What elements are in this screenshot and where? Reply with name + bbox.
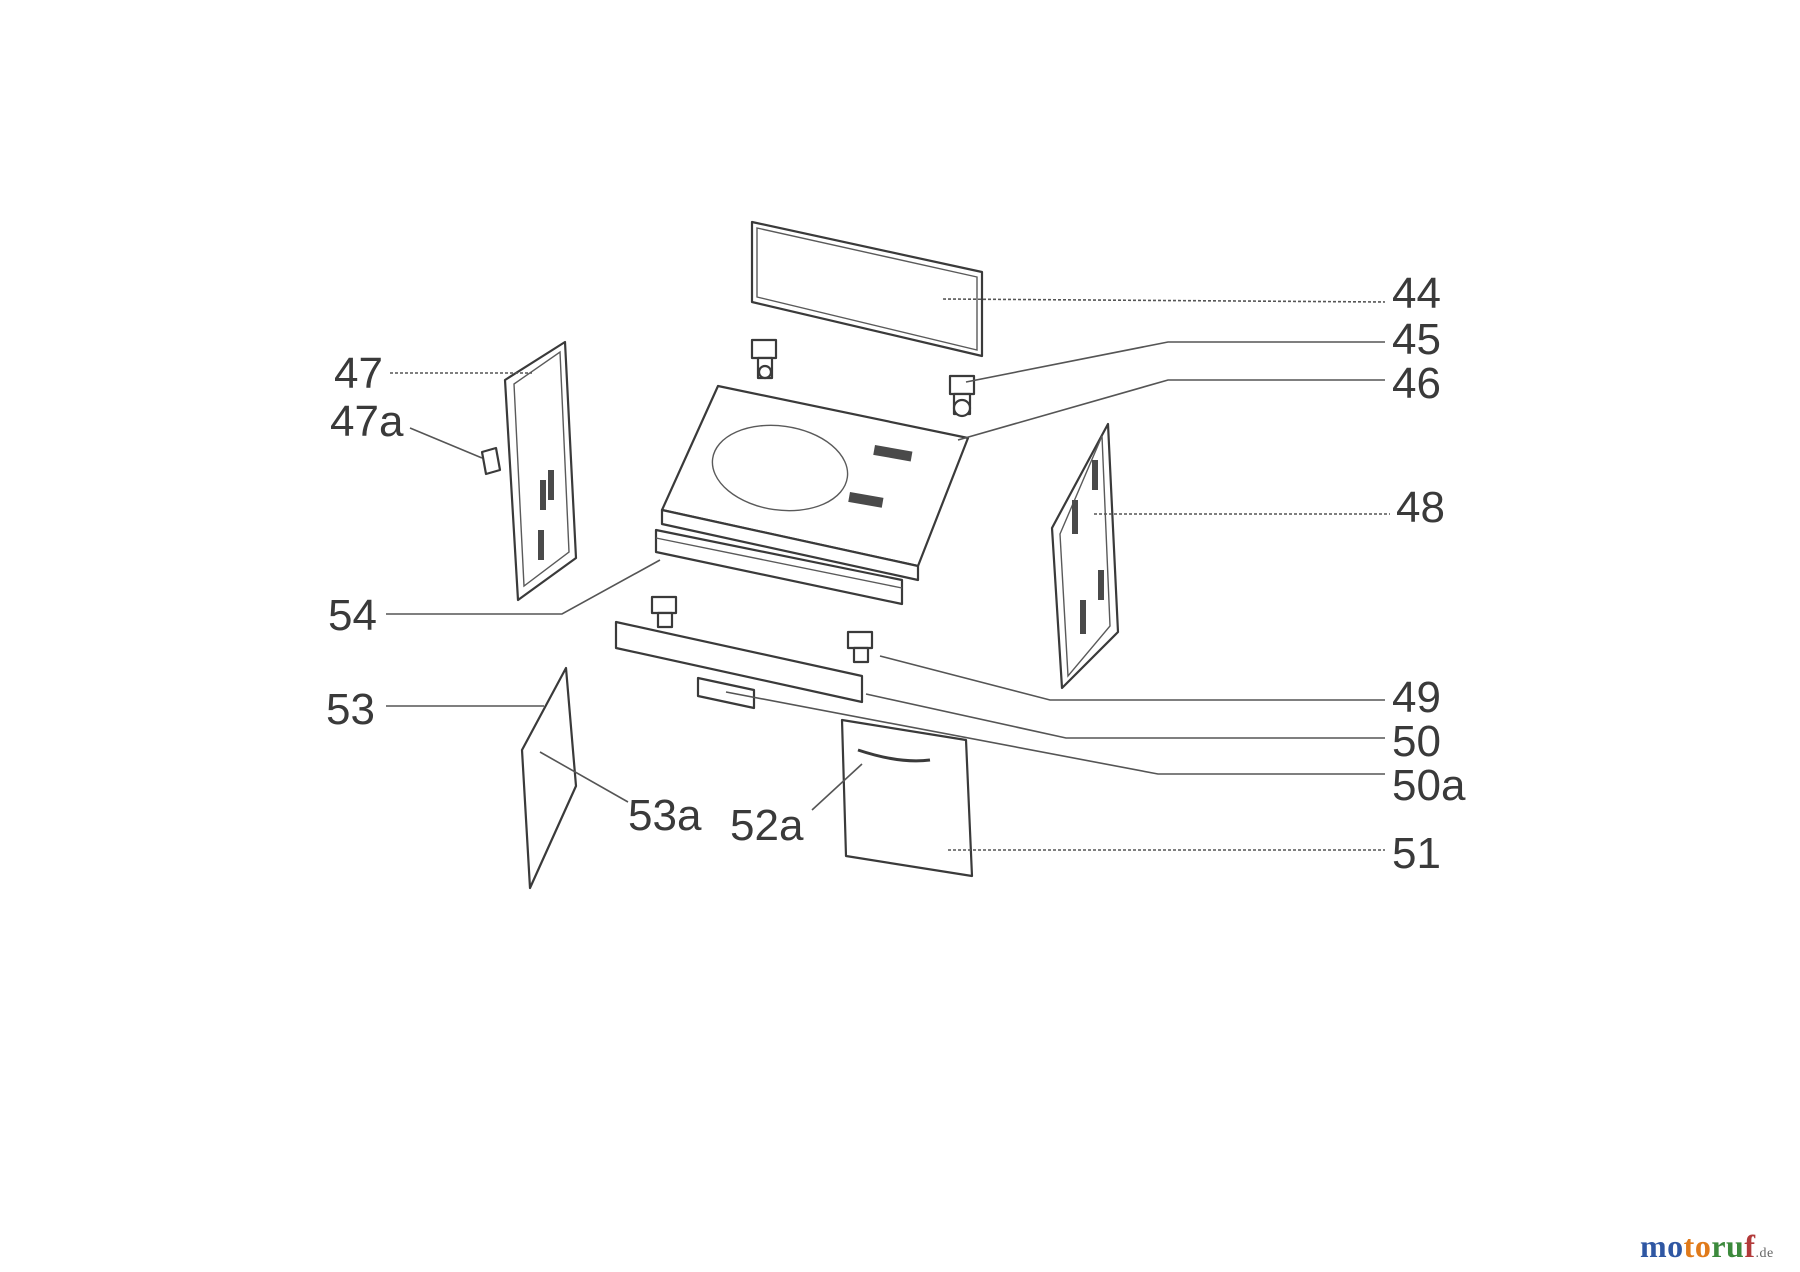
part-51-right-door <box>840 718 974 878</box>
callout-53: 53 <box>326 685 375 734</box>
part-45-caster-right <box>948 374 976 418</box>
callout-47: 47 <box>334 349 383 398</box>
callout-46: 46 <box>1392 359 1441 408</box>
callout-52a: 52a <box>730 801 804 850</box>
part-44-panel <box>750 220 984 358</box>
callout-54: 54 <box>328 591 377 640</box>
part-50-lower-rail <box>614 620 864 704</box>
part-47a-bracket <box>480 446 502 476</box>
callout-50: 50 <box>1392 717 1441 766</box>
callout-44: 44 <box>1392 269 1441 318</box>
leader-lines <box>386 298 1390 851</box>
part-48-right-panel <box>1050 422 1120 690</box>
part-50a-plate <box>696 676 756 710</box>
callout-50a: 50a <box>1392 761 1466 810</box>
part-53-left-door <box>520 666 578 890</box>
callout-49: 49 <box>1392 673 1441 722</box>
callout-47a: 47a <box>330 397 404 446</box>
part-46-base-plate <box>660 384 970 582</box>
part-52a-handle <box>857 748 931 763</box>
callout-48: 48 <box>1396 483 1445 532</box>
callout-53a: 53a <box>628 791 702 840</box>
callout-51: 51 <box>1392 829 1441 878</box>
part-47-left-panel <box>503 340 578 602</box>
part-49-caster-left <box>650 595 678 629</box>
part-49-caster-right <box>846 630 874 664</box>
brand-logo: motoruf.de <box>1640 1228 1774 1264</box>
part-54-front-rail <box>654 528 904 606</box>
callout-45: 45 <box>1392 315 1441 364</box>
part-45-caster-left <box>750 338 778 380</box>
